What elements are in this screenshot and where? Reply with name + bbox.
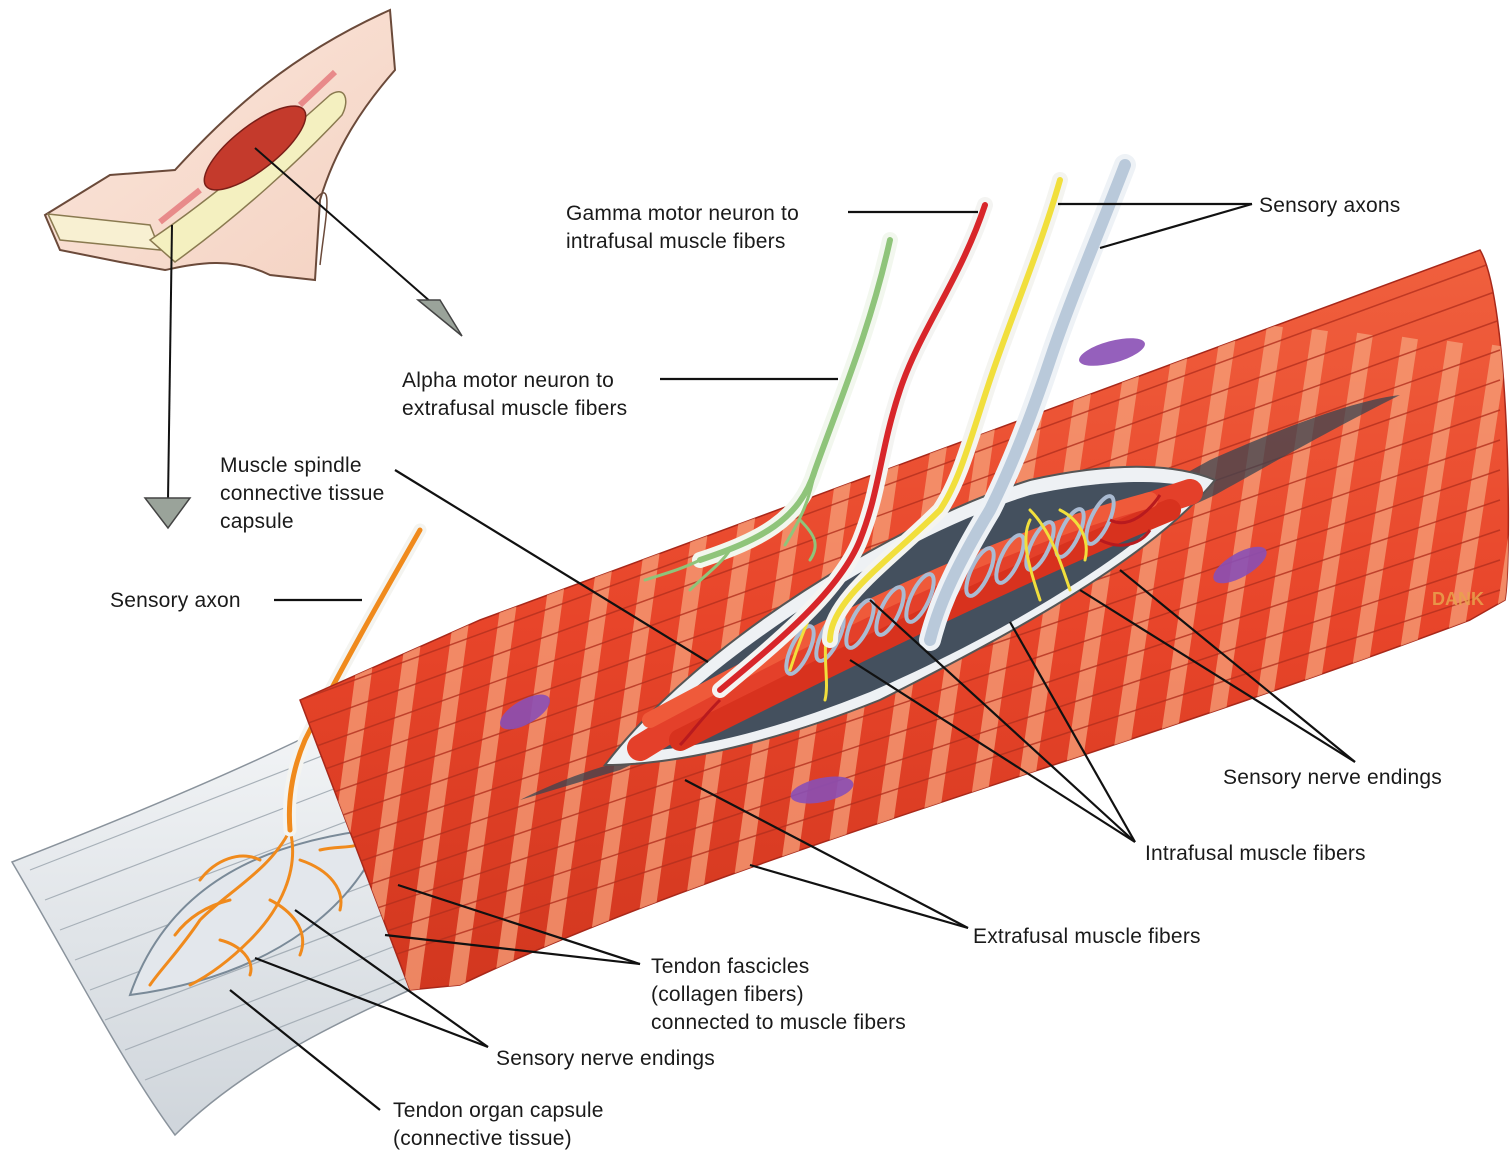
label-spindle-capsule-2: connective tissue: [220, 482, 385, 505]
pointer-arrow-head-tendon: [145, 498, 190, 528]
label-alpha-motor-1: Alpha motor neuron to: [402, 369, 614, 392]
label-spindle-sensory-endings: Sensory nerve endings: [1223, 766, 1442, 789]
pointer-arrow-head-spindle: [418, 300, 462, 336]
artist-signature: DANK: [1432, 589, 1484, 609]
label-tendon-organ-1: Tendon organ capsule: [393, 1099, 604, 1122]
label-spindle-capsule-3: capsule: [220, 510, 294, 533]
label-sensory-axon: Sensory axon: [110, 589, 241, 612]
leader-sensory-axons-2: [1100, 204, 1252, 248]
label-extrafusal-fibers: Extrafusal muscle fibers: [973, 925, 1201, 948]
label-gamma-motor-1: Gamma motor neuron to: [566, 202, 799, 225]
label-tendon-fascicles-1: Tendon fascicles: [651, 955, 809, 978]
arm-inset: [45, 10, 395, 280]
label-tendon-organ-2: (connective tissue): [393, 1127, 572, 1150]
label-gamma-motor-2: intrafusal muscle fibers: [566, 230, 786, 253]
label-sensory-axons: Sensory axons: [1259, 194, 1401, 217]
label-tendon-fascicles-3: connected to muscle fibers: [651, 1011, 906, 1034]
label-spindle-capsule-1: Muscle spindle: [220, 454, 362, 477]
leader-extrafusal-2: [750, 865, 968, 928]
label-alpha-motor-2: extrafusal muscle fibers: [402, 397, 627, 420]
muscle-nucleus: [1076, 333, 1147, 372]
label-tendon-fascicles-2: (collagen fibers): [651, 983, 804, 1006]
label-tendon-sensory-endings: Sensory nerve endings: [496, 1047, 715, 1070]
label-intrafusal-fibers: Intrafusal muscle fibers: [1145, 842, 1366, 865]
